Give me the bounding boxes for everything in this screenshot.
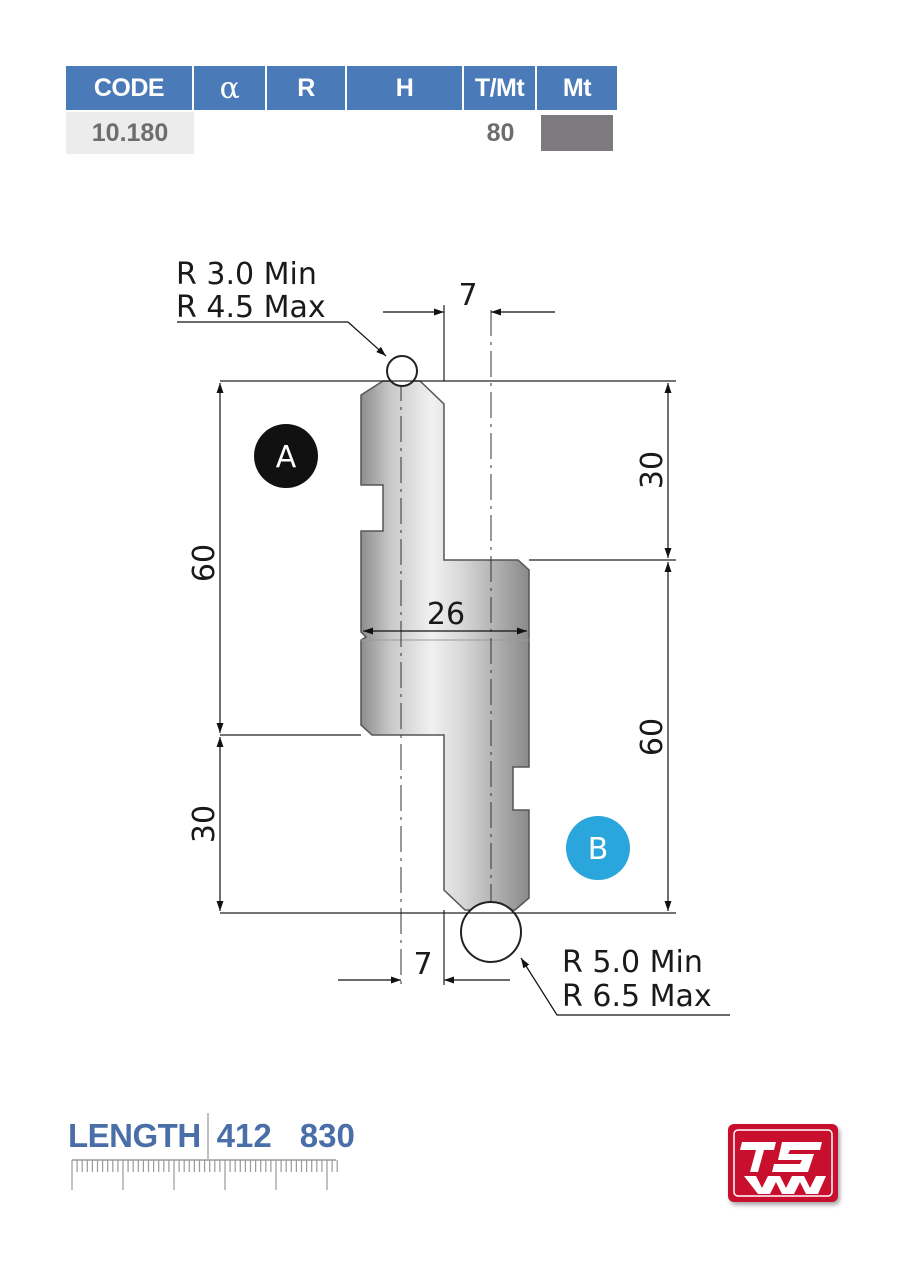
bottom-radius-min: R 5.0 Min <box>562 945 703 980</box>
tool-drawing: 7 R 3.0 Min R 4.5 Max 60 30 30 60 26 7 R… <box>176 257 730 1016</box>
side-b-badge <box>566 816 630 880</box>
dim-width: 26 <box>427 597 465 632</box>
dim-bottom-offset: 7 <box>413 947 432 982</box>
dim-right-height: 60 <box>635 718 670 756</box>
top-radius-max: R 4.5 Max <box>176 290 326 325</box>
top-radius-min: R 3.0 Min <box>176 257 317 292</box>
length-separator <box>206 1113 209 1159</box>
tsw-logo <box>728 1124 838 1202</box>
header-code: CODE <box>66 66 194 110</box>
spec-table: CODE α R H T/Mt Mt 10.180 80 <box>66 66 617 154</box>
dim-left-lower: 30 <box>187 805 222 843</box>
dim-top-offset: 7 <box>458 278 477 313</box>
value-t-mt: 80 <box>486 118 515 147</box>
bottom-radius-max: R 6.5 Max <box>562 979 712 1014</box>
tool-profile <box>360 380 530 911</box>
header-r: R <box>267 66 347 110</box>
top-radius-circle <box>386 355 418 387</box>
length-value-412: 412 <box>216 1117 272 1154</box>
mt-swatch <box>541 115 613 151</box>
spec-header-row: CODE α R H T/Mt Mt <box>66 66 617 110</box>
header-alpha: α <box>194 66 267 110</box>
length-value-830: 830 <box>299 1117 355 1154</box>
side-a-badge <box>254 424 318 488</box>
header-t-mt: T/Mt <box>464 66 537 110</box>
value-mt <box>537 112 617 154</box>
side-b-label: B <box>588 832 609 867</box>
header-mt: Mt <box>562 73 592 102</box>
tsw-logo-mark <box>733 1129 833 1197</box>
side-a-label: A <box>276 440 297 475</box>
bottom-radius-circle <box>460 901 522 963</box>
length-section: LENGTH 412 830 <box>68 1113 383 1159</box>
value-code: 10.180 <box>66 112 194 154</box>
dim-right-upper: 30 <box>635 451 670 489</box>
spec-value-row: 10.180 80 <box>66 112 617 154</box>
length-ruler <box>71 1159 338 1190</box>
dim-left-height: 60 <box>187 544 222 582</box>
length-label: LENGTH <box>68 1117 201 1154</box>
header-h: H <box>347 66 464 110</box>
